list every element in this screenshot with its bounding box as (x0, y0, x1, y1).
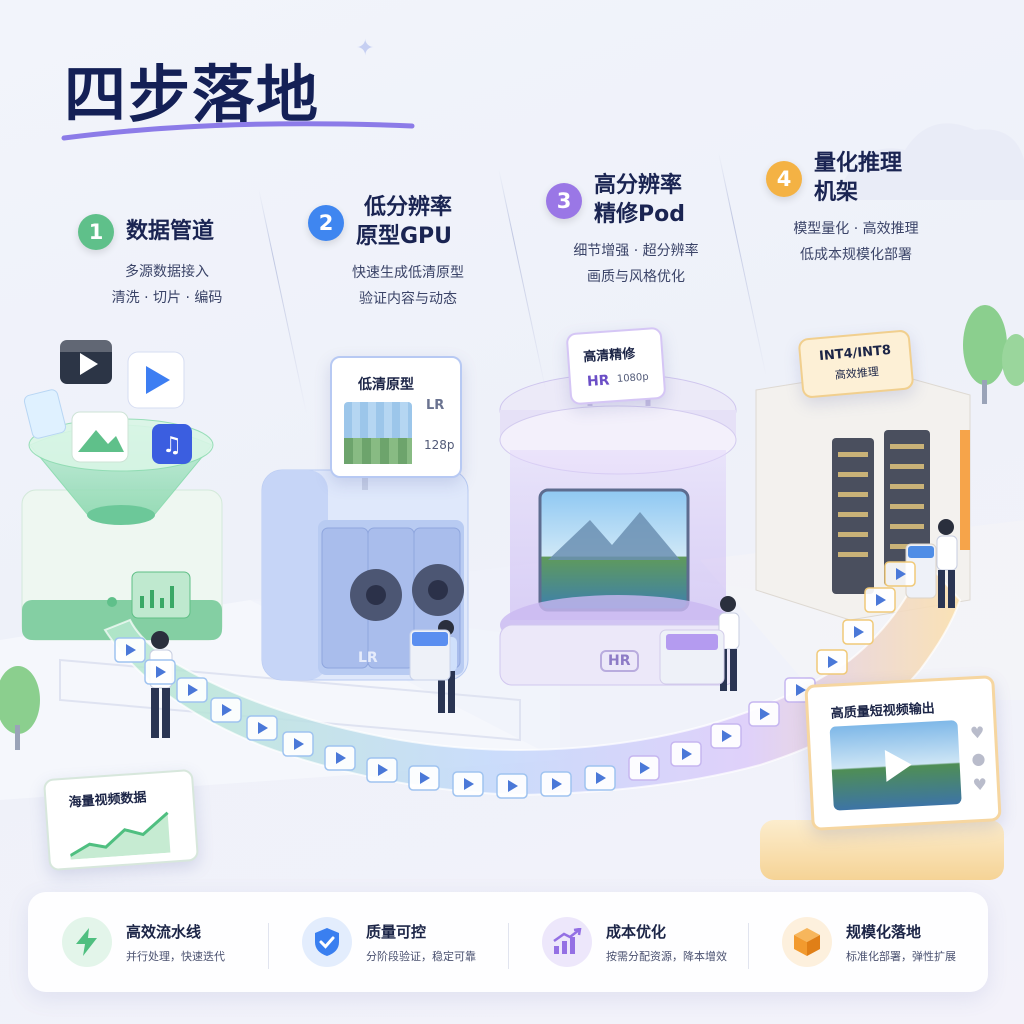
step-2-header: 2 低分辨率 原型GPU 快速生成低清原型 验证内容与动态 (308, 194, 508, 313)
hires-sign: 高清精修 HR 1080p (565, 326, 667, 406)
step-3-desc-line1: 细节增强 · 超分辨率 (573, 243, 699, 260)
feature-quality-desc: 分阶段验证，稳定可靠 (366, 949, 476, 963)
feature-icon-wrap (302, 917, 352, 967)
step-1-desc-line2: 清洗 · 切片 · 编码 (111, 289, 223, 306)
trend-chart-icon (69, 811, 171, 860)
step-2-desc-line2: 验证内容与动态 (359, 291, 457, 308)
rack-sign: INT4/INT8 高效推理 (797, 329, 915, 399)
video-frame-tile (842, 619, 874, 645)
step-4-desc-line1: 模型量化 · 高效推理 (793, 221, 919, 238)
output-video-sign: 高质量短视频输出 ♥ ● ♥ (804, 675, 1002, 831)
feature-bar: 高效流水线 并行处理，快速迭代 质量可控 分阶段验证，稳定可靠 成 (28, 892, 988, 992)
comment-icon: ● (970, 748, 986, 769)
step-3-title-line2: 精修Pod (594, 201, 685, 227)
cube-icon (794, 928, 820, 956)
step-3-title-line1: 高分辨率 (594, 173, 683, 198)
step-2-desc-line1: 快速生成低清原型 (352, 265, 464, 282)
feature-pipeline: 高效流水线 并行处理，快速迭代 (28, 917, 268, 967)
feature-pipeline-desc: 并行处理，快速迭代 (126, 949, 225, 963)
feature-icon-wrap (542, 917, 592, 967)
video-frame-tile (540, 771, 572, 797)
video-frame-tile (710, 723, 742, 749)
video-frame-tile (282, 731, 314, 757)
feature-cost-title: 成本优化 (606, 922, 667, 941)
lowres-sign-resolution: 128p (424, 438, 455, 452)
hires-sign-tag: HR (586, 372, 611, 391)
step-1-desc-line1: 多源数据接入 (125, 264, 209, 280)
output-video-preview (829, 720, 962, 811)
video-frame-tile (748, 701, 780, 727)
step-3-badge: 3 (546, 182, 582, 219)
step-4-badge: 4 (766, 160, 802, 197)
feature-icon-wrap (62, 917, 112, 967)
video-frame-tile (670, 741, 702, 767)
input-data-sign-title: 海量视频数据 (68, 790, 148, 811)
feature-quality-title: 质量可控 (366, 922, 427, 941)
title-underline (61, 121, 415, 141)
video-frame-tile (324, 745, 356, 771)
step-4-desc-line2: 低成本规模化部署 (800, 247, 912, 264)
step-1-badge: 1 (78, 214, 114, 250)
gpu-label: LR (358, 650, 378, 666)
like-icon: ♥ (972, 774, 988, 795)
video-frame-tile (864, 587, 896, 613)
feature-cost-desc: 按需分配资源，降本增效 (606, 949, 727, 963)
video-frame-tile (246, 715, 278, 741)
video-frame-tile (628, 755, 660, 781)
video-frame-tile (884, 561, 916, 587)
step-4-header: 4 量化推理 机架 模型量化 · 高效推理 低成本规模化部署 (766, 150, 946, 269)
hires-sign-resolution: 1080p (616, 371, 650, 385)
lowres-thumbnail (344, 402, 412, 464)
step-1-header: 1 数据管道 多源数据接入 清洗 · 切片 · 编码 (78, 214, 252, 312)
step-1-title: 数据管道 (126, 218, 215, 244)
page-title: 四步落地 (64, 58, 321, 131)
feature-scale-title: 规模化落地 (846, 922, 922, 941)
video-frame-tile (452, 771, 484, 797)
feature-quality: 质量可控 分阶段验证，稳定可靠 (268, 917, 508, 969)
feature-scale-desc: 标准化部署，弹性扩展 (846, 949, 956, 963)
lowres-sign: 低清原型 LR 128p (330, 356, 462, 478)
output-sign-title: 高质量短视频输出 (830, 701, 936, 722)
step-2-title-line1: 低分辨率 (364, 195, 453, 220)
feature-icon-wrap (782, 917, 832, 967)
step-2-title-line2: 原型GPU (356, 223, 453, 249)
video-frame-tile (114, 637, 146, 663)
video-frame-tile (366, 757, 398, 783)
heart-icon: ♥ (969, 722, 985, 743)
video-frame-tile (144, 659, 176, 685)
feature-scale: 规模化落地 标准化部署，弹性扩展 (748, 917, 988, 969)
feature-cost: 成本优化 按需分配资源，降本增效 (508, 917, 748, 969)
input-data-sign: 海量视频数据 (42, 768, 200, 872)
step-4-title-line2: 机架 (814, 179, 859, 205)
video-frame-tile (496, 773, 528, 799)
step-2-badge: 2 (308, 204, 344, 241)
video-frame-tile (584, 765, 616, 791)
sparkle-icon: ✦ (356, 36, 375, 61)
video-frame-tile (210, 697, 242, 723)
hires-sign-title: 高清精修 (582, 346, 636, 366)
svg-text:♫: ♫ (162, 433, 182, 458)
play-icon (884, 748, 913, 782)
feature-pipeline-title: 高效流水线 (126, 922, 202, 941)
video-frame-tile (816, 649, 848, 675)
lowres-sign-title: 低清原型 (358, 377, 414, 393)
shield-check-icon (315, 928, 339, 956)
pod-label: HR (600, 650, 639, 672)
step-3-desc-line2: 画质与风格优化 (587, 269, 685, 286)
lowres-sign-tag: LR (426, 398, 445, 413)
video-frame-tile (176, 677, 208, 703)
video-frame-tile (408, 765, 440, 791)
lightning-icon (76, 928, 97, 956)
step-4-title-line1: 量化推理 (814, 151, 903, 176)
step-3-header: 3 高分辨率 精修Pod 细节增强 · 超分辨率 画质与风格优化 (546, 172, 726, 291)
growth-chart-icon (553, 928, 582, 954)
